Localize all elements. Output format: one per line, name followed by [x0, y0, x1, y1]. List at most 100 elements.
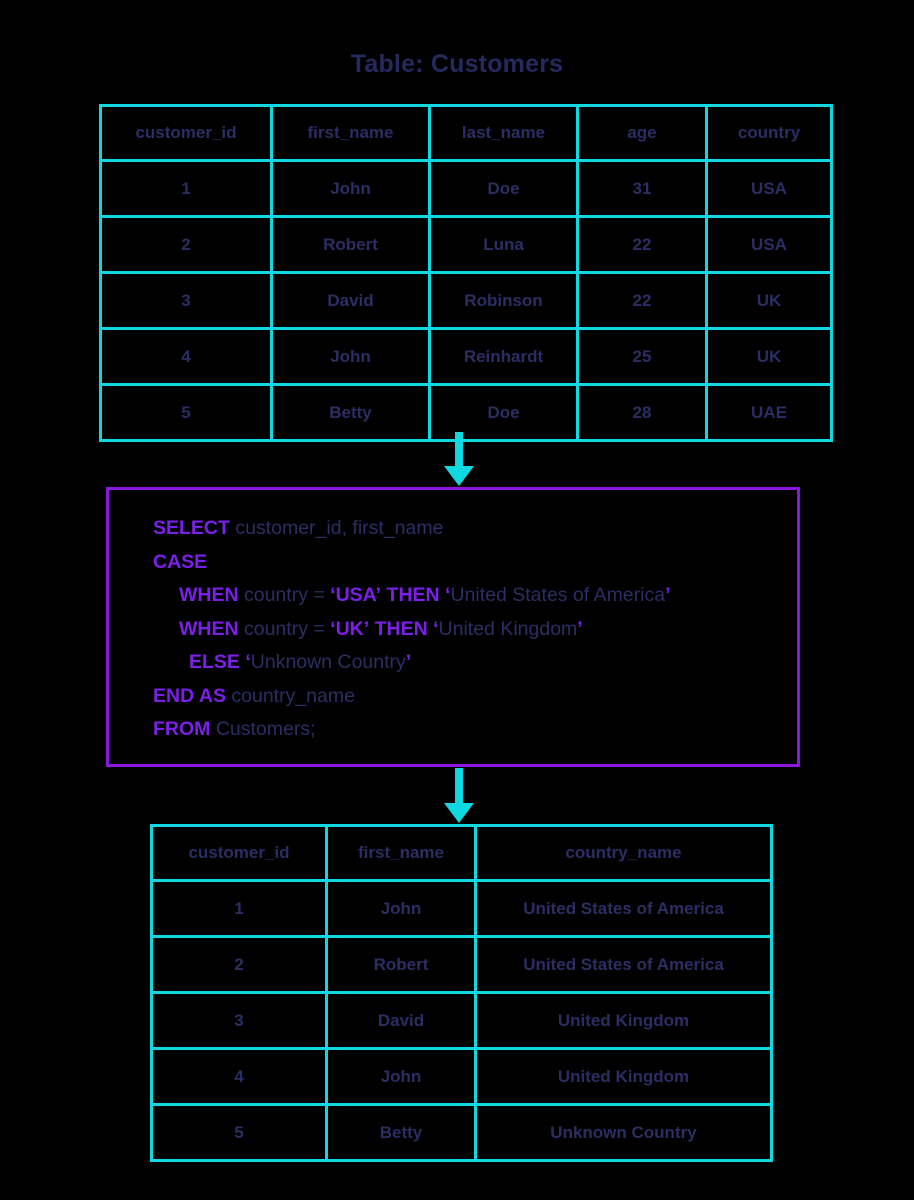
cell-country: USA: [705, 159, 833, 218]
cell-customer-id: 4: [150, 1047, 328, 1106]
arrow-head: [444, 466, 474, 486]
sql-keyword: ELSE: [189, 651, 240, 673]
sql-text: country =: [238, 584, 331, 606]
sql-keyword: ‘UK’: [330, 617, 370, 640]
sql-keyword: THEN: [386, 584, 440, 606]
sql-line-2: CASE: [153, 546, 671, 580]
cell-first-name: Betty: [270, 383, 431, 442]
cell-first-name: Robert: [325, 935, 477, 994]
cell-country-name: United Kingdom: [474, 991, 773, 1050]
cell-country: UAE: [705, 383, 833, 442]
sql-text: country_name: [225, 684, 355, 707]
cell-age: 31: [576, 159, 708, 218]
cell-country-name: United States of America: [474, 879, 773, 938]
cell-last-name: Robinson: [428, 271, 579, 330]
column-header-country-name: country_name: [474, 824, 773, 882]
sql-keyword: ‘: [445, 584, 451, 606]
arrow-shaft: [455, 768, 463, 805]
table-row: 1 John United States of America: [150, 879, 773, 938]
cell-first-name: John: [270, 327, 431, 386]
sql-text: Unknown Country: [250, 651, 406, 673]
cell-first-name: Betty: [325, 1103, 477, 1162]
page-title: Table: Customers: [350, 50, 564, 78]
table-row: 4 John United Kingdom: [150, 1047, 773, 1106]
sql-keyword: WHEN: [179, 617, 239, 640]
arrow-head: [444, 803, 474, 823]
cell-customer-id: 2: [150, 935, 328, 994]
sql-line-1: SELECT customer_id, first_name: [153, 512, 671, 546]
column-header-age: age: [576, 104, 708, 162]
cell-last-name: Doe: [428, 159, 579, 218]
cell-country: UK: [705, 271, 833, 330]
sql-keyword: FROM: [153, 718, 211, 740]
cell-first-name: Robert: [270, 215, 431, 274]
cell-first-name: David: [325, 991, 477, 1050]
cell-country-name: United Kingdom: [474, 1047, 773, 1106]
column-header-customer-id: customer_id: [150, 824, 328, 882]
sql-keyword: ’: [577, 617, 583, 640]
arrow-down-icon: [444, 768, 474, 824]
cell-customer-id: 2: [99, 215, 273, 274]
cell-first-name: David: [270, 271, 431, 330]
sql-line-5: ELSE ‘Unknown Country’: [153, 646, 671, 680]
cell-first-name: John: [325, 879, 477, 938]
sql-line-7: FROM Customers;: [153, 713, 671, 747]
cell-customer-id: 3: [99, 271, 273, 330]
sql-keyword: THEN: [374, 617, 428, 640]
sql-text: customer_id, first_name: [229, 517, 444, 539]
cell-last-name: Doe: [428, 383, 579, 442]
cell-customer-id: 5: [99, 383, 273, 442]
table-row: 3 David United Kingdom: [150, 991, 773, 1050]
sql-line-6: END AS country_name: [153, 680, 671, 714]
sql-keyword: ’: [405, 651, 412, 673]
cell-last-name: Reinhardt: [428, 327, 579, 386]
cell-customer-id: 4: [99, 327, 273, 386]
source-customers-table: customer_id first_name last_name age cou…: [99, 104, 833, 442]
cell-country-name: Unknown Country: [474, 1103, 773, 1162]
sql-text: country =: [238, 617, 331, 640]
sql-keyword: ‘USA’: [330, 584, 382, 606]
cell-first-name: John: [325, 1047, 477, 1106]
cell-first-name: John: [270, 159, 431, 218]
cell-customer-id: 1: [99, 159, 273, 218]
table-row: 2 Robert Luna 22 USA: [99, 215, 833, 274]
table-row: 2 Robert United States of America: [150, 935, 773, 994]
sql-text: United States of America: [450, 584, 666, 606]
column-header-first-name: first_name: [270, 104, 431, 162]
column-header-last-name: last_name: [428, 104, 579, 162]
sql-keyword: SELECT: [153, 517, 230, 539]
sql-text: Customers;: [210, 718, 316, 740]
column-header-country: country: [705, 104, 833, 162]
table-header-row: customer_id first_name country_name: [150, 824, 773, 882]
cell-country: UK: [705, 327, 833, 386]
sql-keyword: ‘: [245, 651, 251, 673]
cell-age: 25: [576, 327, 708, 386]
sql-keyword: CASE: [153, 550, 208, 573]
sql-text: United Kingdom: [438, 617, 578, 640]
column-header-customer-id: customer_id: [99, 104, 273, 162]
table-row: 5 Betty Doe 28 UAE: [99, 383, 833, 442]
sql-keyword: WHEN: [179, 584, 239, 606]
cell-age: 22: [576, 215, 708, 274]
arrow-down-icon: [444, 432, 474, 487]
cell-age: 28: [576, 383, 708, 442]
cell-age: 22: [576, 271, 708, 330]
arrow-shaft: [455, 432, 463, 468]
cell-customer-id: 3: [150, 991, 328, 1050]
cell-customer-id: 5: [150, 1103, 328, 1162]
cell-customer-id: 1: [150, 879, 328, 938]
sql-keyword: ‘: [433, 617, 439, 640]
table-row: 3 David Robinson 22 UK: [99, 271, 833, 330]
sql-keyword: ’: [665, 584, 671, 606]
sql-line-4: WHEN country = ‘UK’ THEN ‘United Kingdom…: [153, 613, 671, 647]
sql-keyword: END AS: [153, 684, 226, 707]
table-row: 5 Betty Unknown Country: [150, 1103, 773, 1162]
table-row: 4 John Reinhardt 25 UK: [99, 327, 833, 386]
result-table: customer_id first_name country_name 1 Jo…: [150, 824, 773, 1162]
table-header-row: customer_id first_name last_name age cou…: [99, 104, 833, 162]
cell-last-name: Luna: [428, 215, 579, 274]
cell-country: USA: [705, 215, 833, 274]
cell-country-name: United States of America: [474, 935, 773, 994]
